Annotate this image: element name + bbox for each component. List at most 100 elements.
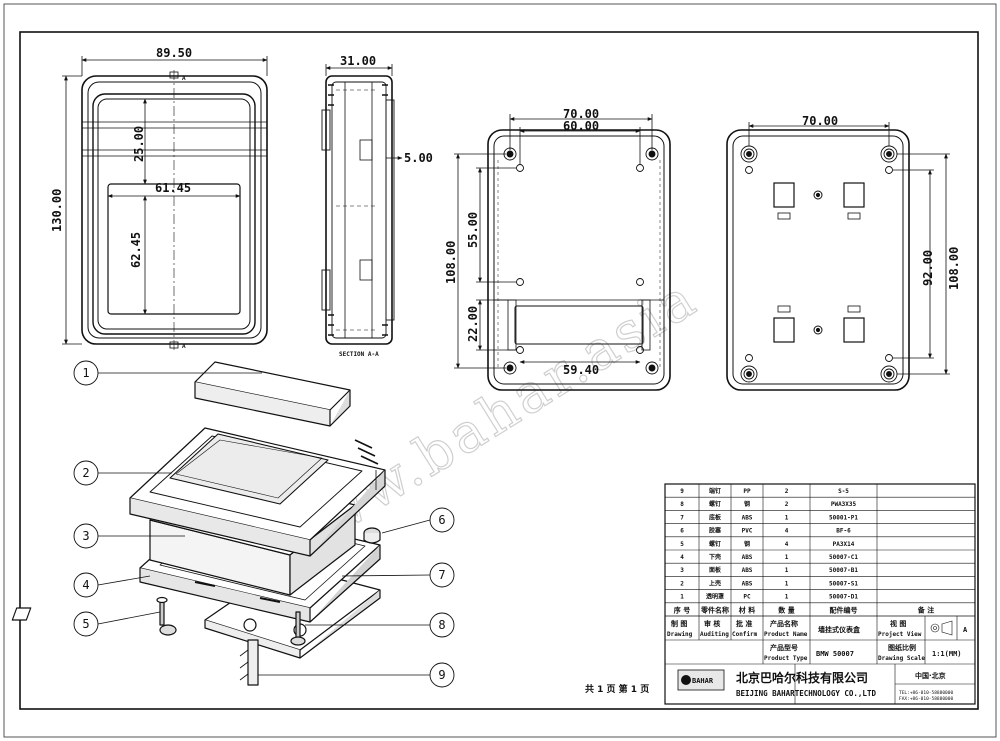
bom-mat: PC xyxy=(743,594,751,601)
section-label: SECTION A-A xyxy=(339,351,379,358)
dim-window-height: 62.45 xyxy=(129,232,143,268)
dim-mount-spacing: 70.00 xyxy=(802,114,838,128)
section-mark-bottom: A xyxy=(182,343,186,350)
origin: 中国·北京 xyxy=(915,671,946,680)
dim-front-height: 130.00 xyxy=(50,189,64,232)
bom-code: PWA3X35 xyxy=(831,501,857,508)
leader-lines xyxy=(97,372,431,676)
dim-rear-inner-spacing: 60.00 xyxy=(563,119,599,133)
bom-name: 端钉 xyxy=(709,487,721,495)
bom-mat: ABS xyxy=(742,514,753,521)
bom-header-no: 序 号 xyxy=(673,605,690,614)
balloon-label-2: 2 xyxy=(82,466,89,480)
drawing-scale: 1:1(MM) xyxy=(932,650,962,658)
bom-header-code: 配件编号 xyxy=(830,605,858,614)
sign-drawing-en: Drawing xyxy=(667,631,693,638)
bom-name: 上壳 xyxy=(709,579,721,587)
plug-5 xyxy=(159,624,177,636)
bom-code: 50007-S1 xyxy=(829,580,858,587)
dim-rear-height-upper: 55.00 xyxy=(466,212,480,248)
dim-slot-width: 59.40 xyxy=(563,363,599,377)
dim-mount-height-inner: 92.00 xyxy=(921,250,935,286)
bom-name: 螺钉 xyxy=(709,540,721,548)
sign-pname-cn: 产品名称 xyxy=(770,619,798,628)
bom-mat: PP xyxy=(743,488,751,495)
bom-mat: ABS xyxy=(742,567,753,574)
bom-no: 1 xyxy=(680,594,684,601)
mount-holes xyxy=(740,145,898,383)
company-name-cn: 北京巴哈尔科技有限公司 xyxy=(736,670,868,685)
company-logo: BAHAR xyxy=(677,669,725,691)
bom-no: 7 xyxy=(680,514,684,521)
company-name-en: BEIJING BAHARTECHNOLOGY CO.,LTD xyxy=(736,689,876,698)
sign-pview-en: Project View xyxy=(878,631,922,638)
bom-header-qty: 数 量 xyxy=(778,605,794,614)
bom-code: 50001-P1 xyxy=(829,514,858,521)
bom-name: 底板 xyxy=(709,513,722,521)
dim-section-depth: 31.00 xyxy=(340,54,376,68)
display-window xyxy=(169,433,329,505)
balloon-3 xyxy=(73,523,99,549)
dim-rear-height-total: 108.00 xyxy=(444,241,458,284)
balloon-label-1: 1 xyxy=(82,366,89,380)
bom-code: 50007-D1 xyxy=(829,594,858,601)
mount-view xyxy=(726,129,910,391)
bom-qty: 2 xyxy=(785,488,789,495)
rear-dimensions xyxy=(454,114,653,369)
bom-no: 2 xyxy=(680,580,684,587)
bom-qty: 1 xyxy=(785,567,789,574)
tel: TEL:+86-010-58880000 xyxy=(899,690,953,696)
bom-header-remark: 备 注 xyxy=(917,605,934,614)
bom-qty: 1 xyxy=(785,594,789,601)
screw-5 xyxy=(159,601,165,626)
bom-mat: PVC xyxy=(742,528,753,535)
bom-qty: 4 xyxy=(785,541,789,548)
bom-header-mat: 材 料 xyxy=(738,605,755,614)
balloon-label-4: 4 xyxy=(82,578,89,592)
bom-header-name: 零件名称 xyxy=(700,605,729,614)
balloon-1 xyxy=(73,360,99,386)
exploded-view xyxy=(11,361,386,686)
product-type: BMW 50007 xyxy=(816,650,854,658)
balloon-label-5: 5 xyxy=(82,617,89,631)
outer-frame xyxy=(3,3,997,738)
section-view xyxy=(321,75,395,345)
front-view xyxy=(81,70,268,352)
mount-dimensions xyxy=(748,122,950,375)
hanger-bracket xyxy=(247,639,259,686)
fax: FAX:+86-010-58880000 xyxy=(899,696,953,702)
section-dimensions xyxy=(325,64,403,160)
sign-confirm-en: Confirm xyxy=(732,631,758,638)
sign-block xyxy=(665,615,975,704)
balloon-5 xyxy=(73,611,99,637)
bom-name: 螺钉 xyxy=(709,500,721,508)
dim-front-width: 89.50 xyxy=(156,46,192,60)
dim-window-width: 61.45 xyxy=(155,181,191,195)
sign-audit-cn: 审 核 xyxy=(704,619,720,628)
bom-mat: 钢 xyxy=(744,540,750,548)
balloon-label-6: 6 xyxy=(438,513,445,527)
dim-rear-height-lower: 22.00 xyxy=(466,306,480,342)
part-balloons xyxy=(73,360,455,688)
drawing-border xyxy=(19,31,979,710)
section-mark-top: A xyxy=(182,75,186,82)
balloon-9 xyxy=(429,662,455,688)
project-view-value: A xyxy=(963,626,968,634)
sign-scale-cn: 图纸比例 xyxy=(888,643,916,652)
sign-pname-en: Product Name xyxy=(764,631,808,638)
page-count: 共 1 页 第 1 页 xyxy=(585,683,649,695)
bom-name: 面板 xyxy=(709,566,722,574)
sign-scale-en: Drawing Scale xyxy=(878,655,925,662)
bom-code: BF-6 xyxy=(836,528,851,535)
bom-name: 胶塞 xyxy=(709,527,722,535)
bom-qty: 1 xyxy=(785,580,789,587)
bom-no: 6 xyxy=(680,528,684,535)
bom-qty: 1 xyxy=(785,554,789,561)
dim-section-wall: 5.00 xyxy=(404,151,433,165)
bom-code: 50007-B1 xyxy=(829,567,858,574)
sign-audit-en: Auditing xyxy=(700,631,729,638)
bom-code: 50007-C1 xyxy=(829,554,858,561)
bom-mat: ABS xyxy=(742,554,753,561)
